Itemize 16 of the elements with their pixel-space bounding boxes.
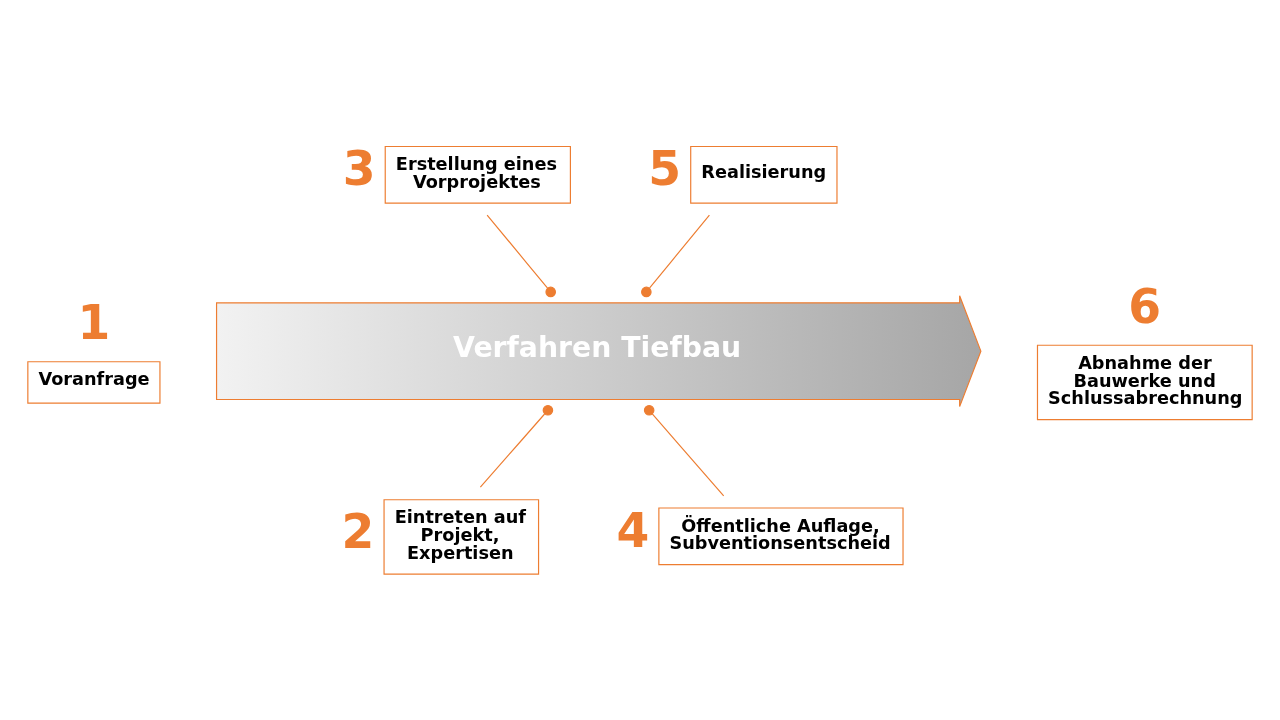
- connector: [479, 404, 554, 488]
- connector: [486, 214, 556, 298]
- node-box: Abnahme der Bauwerke und Schlussabrechnung: [1036, 344, 1253, 421]
- node-box: Voranfrage: [27, 361, 161, 404]
- node-label: 1: [77, 295, 111, 351]
- node-box: Eintreten auf Projekt, Expertisen: [383, 499, 540, 575]
- node-box: Erstellung eines Vorprojektes: [384, 145, 571, 204]
- node-box: Öffentliche Auflage, Subventionsentscheid: [658, 507, 904, 566]
- node-label: 4: [616, 502, 650, 558]
- connector: [641, 214, 710, 298]
- node-label: 6: [1128, 278, 1162, 334]
- node-box: Realisierung: [690, 145, 838, 204]
- node-label: 2: [341, 503, 375, 559]
- node-label: 3: [342, 141, 376, 197]
- node-label: 5: [648, 141, 682, 197]
- connector: [643, 404, 725, 497]
